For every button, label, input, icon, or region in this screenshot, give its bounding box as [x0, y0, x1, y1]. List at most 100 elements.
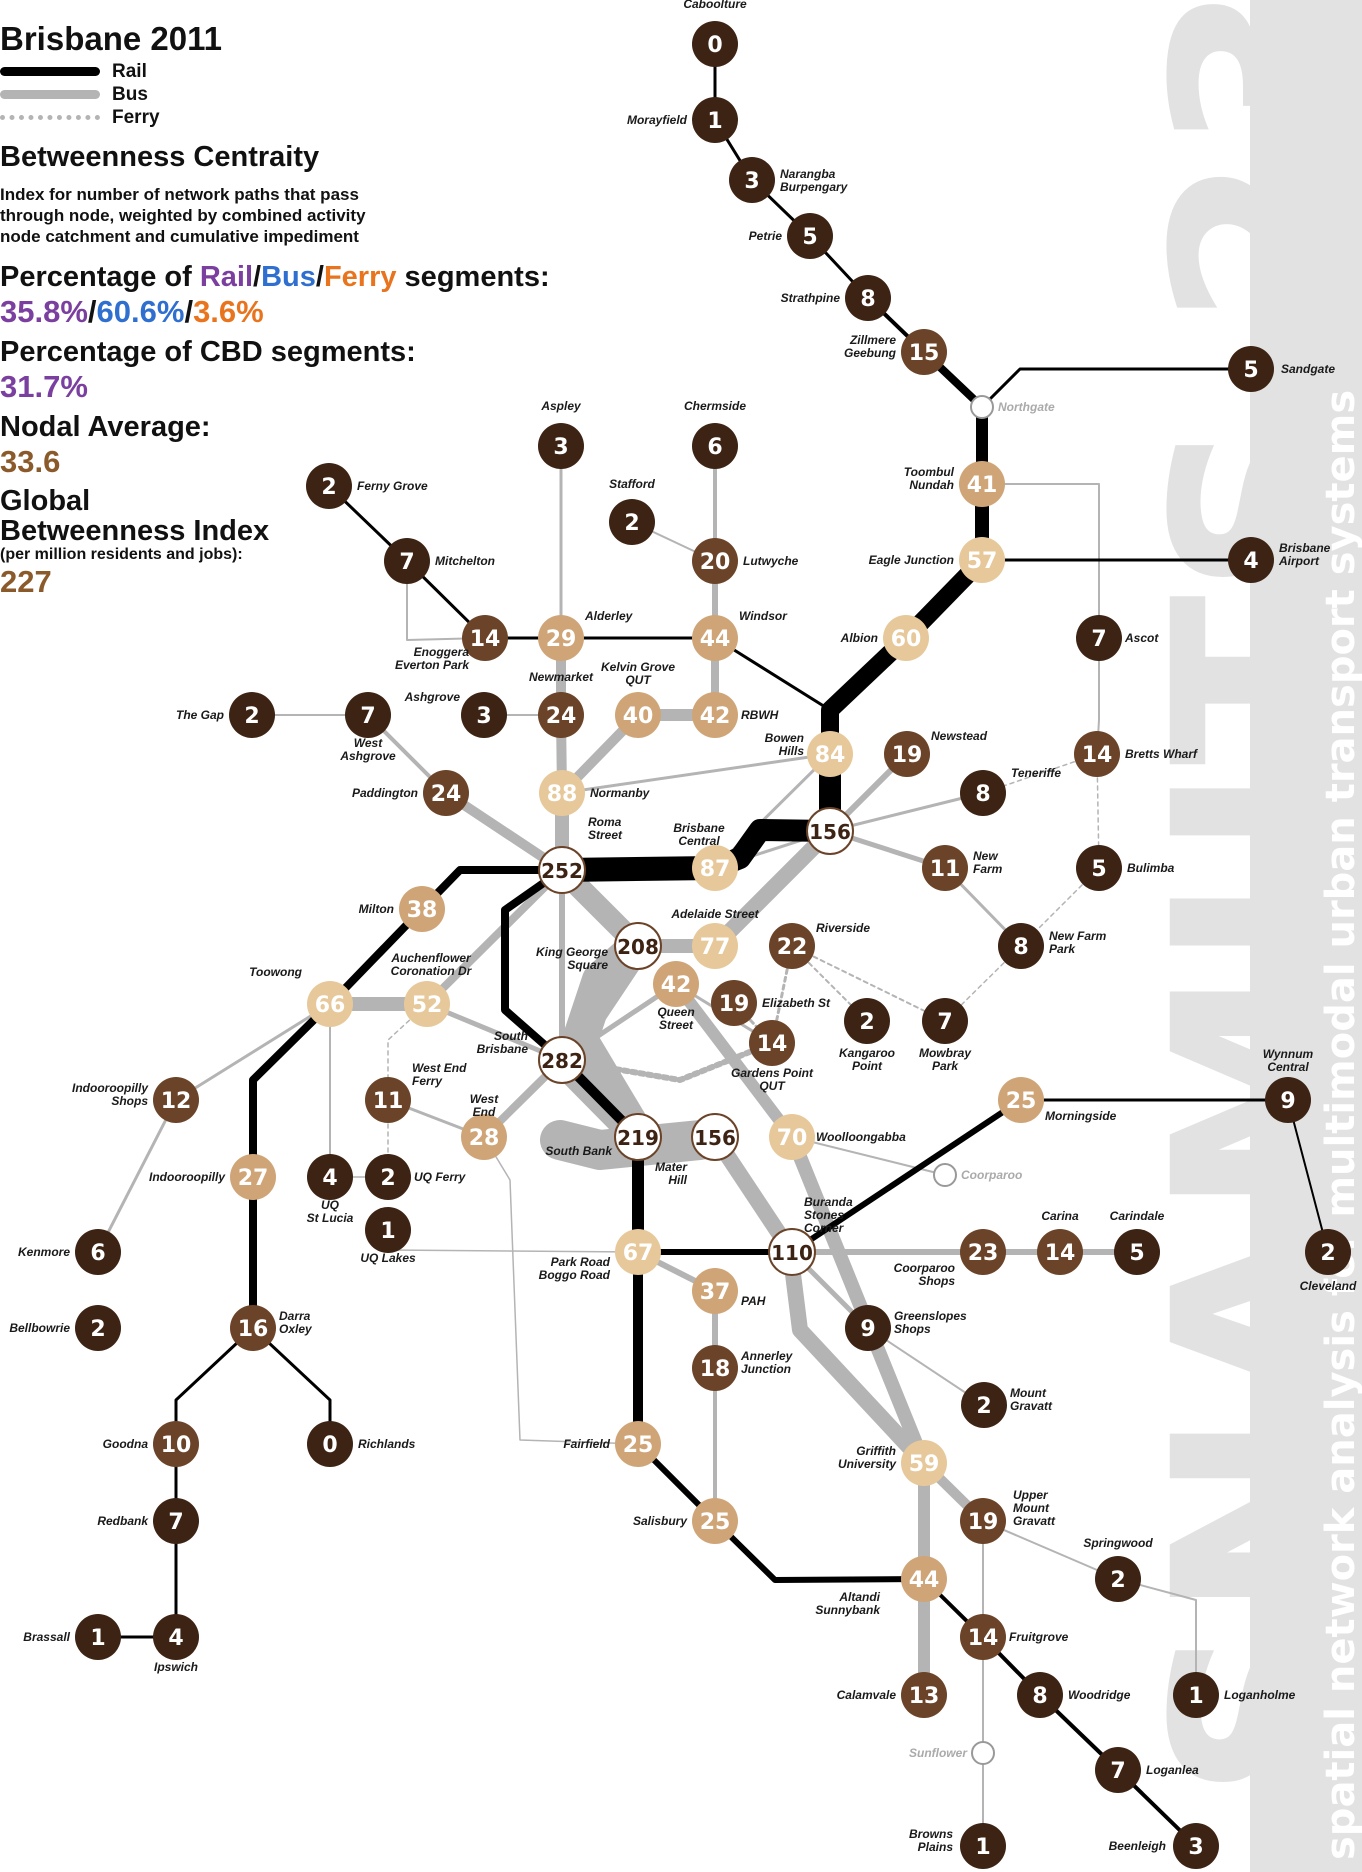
segments-values: 35.8%/60.6%/3.6% [0, 294, 560, 330]
station-circle [960, 1823, 1006, 1869]
station-value: 156 [694, 1126, 736, 1150]
station-value: 23 [968, 1241, 999, 1266]
watermark-text: SNAMUTS 23 [1120, 0, 1362, 1800]
segments-prefix: Percentage of [0, 261, 200, 293]
station-name: Petrie [749, 229, 783, 243]
station-name: Windsor [739, 609, 788, 623]
station-name: Carina [1041, 1209, 1079, 1223]
station-circle [404, 981, 450, 1027]
station-value: 5 [1091, 857, 1106, 882]
station-coorparoo: Coorparoo [933, 1163, 1022, 1187]
station-value: 252 [541, 859, 583, 883]
station-name: RBWH [741, 708, 779, 722]
station-value: 38 [407, 898, 438, 923]
bus-link [424, 1001, 565, 1063]
bus-swatch [0, 90, 100, 99]
station-circle [960, 1229, 1006, 1275]
station-value: 40 [623, 704, 654, 729]
station-value: 8 [975, 782, 990, 807]
ferry-link [791, 945, 946, 1022]
station-circle [75, 1229, 121, 1275]
station-value: 16 [238, 1317, 269, 1342]
station-value: 11 [373, 1089, 404, 1114]
station-circle [971, 1741, 995, 1765]
station-circle [901, 1672, 947, 1718]
bus-link [483, 1136, 639, 1445]
legend: Brisbane 2011 Rail Bus Ferry Betweenness… [0, 20, 560, 600]
station-circle [461, 1114, 507, 1160]
cbd-value: 31.7% [0, 369, 88, 404]
station-circle [365, 1154, 411, 1200]
station-value: 3 [476, 704, 491, 729]
station-value: 2 [859, 1010, 874, 1035]
station-circle [614, 1113, 662, 1161]
station-circle [901, 1556, 947, 1602]
station-circle [692, 97, 738, 143]
slash: / [253, 261, 262, 293]
station-name: Morningside [1045, 1109, 1117, 1123]
station-value: 1 [707, 109, 722, 134]
station-circle [692, 1345, 738, 1391]
bus-link [828, 791, 985, 833]
station-circle [959, 537, 1005, 583]
station-circle [845, 275, 891, 321]
station-circle [75, 1614, 121, 1660]
station-value: 6 [707, 435, 722, 460]
station-value: 3 [1188, 1835, 1203, 1860]
station-name: Stafford [609, 477, 655, 491]
station-circle [729, 157, 775, 203]
station-circle [307, 1154, 353, 1200]
rail-pct: 35.8% [0, 294, 88, 329]
station-name: Adelaide Street [670, 907, 759, 921]
station-value: 11 [930, 857, 961, 882]
station-value: 2 [1110, 1568, 1125, 1593]
station-value: 10 [161, 1433, 192, 1458]
segments-title: Percentage of Rail/Bus/Ferry segments: [0, 261, 560, 294]
station-value: 110 [771, 1241, 813, 1265]
station-name: Bulimba [1127, 861, 1175, 875]
station-value: 282 [541, 1049, 583, 1073]
global-value: 227 [0, 564, 52, 599]
station-value: 8 [1032, 1684, 1047, 1709]
station-circle [960, 770, 1006, 816]
station-circle [845, 1305, 891, 1351]
station-circle [1017, 1672, 1063, 1718]
centrality-desc-line: Index for number of network paths that p… [0, 185, 359, 204]
station-circle [884, 731, 930, 777]
watermark-subtitle: spatial network analysis for multimodal … [1318, 390, 1362, 1860]
legend-rail-label: Rail [112, 60, 147, 82]
station-circle [1173, 1672, 1219, 1718]
station-name: Bretts Wharf [1125, 747, 1198, 761]
station-circle [961, 1382, 1007, 1428]
station-name: Bellbowrie [9, 1321, 70, 1335]
station-value: 84 [815, 743, 846, 768]
station-circle [307, 1421, 353, 1467]
station-value: 77 [700, 935, 731, 960]
rail-link [789, 1097, 1024, 1255]
station-value: 66 [315, 993, 346, 1018]
